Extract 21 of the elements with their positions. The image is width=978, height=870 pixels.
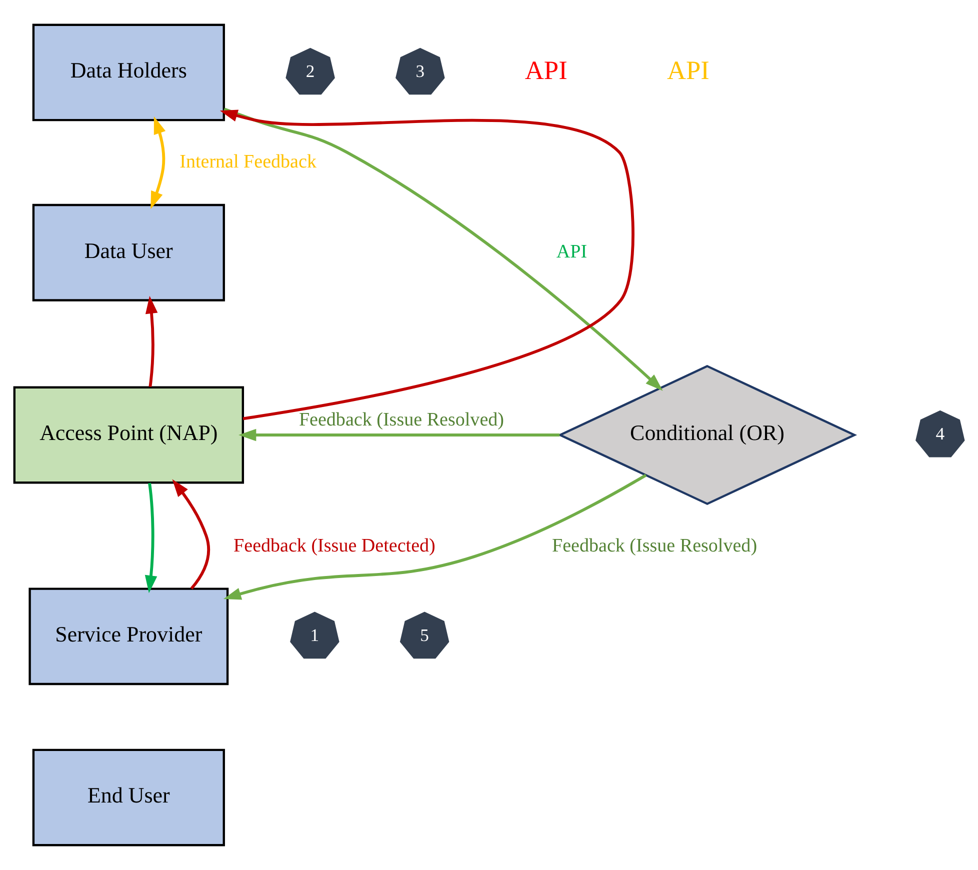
node-box: Data User [32,204,225,302]
arrow [172,479,210,590]
node-box: Service Provider [28,588,229,686]
node-box: Data Holders [32,24,225,122]
edge-label: Feedback (Issue Detected) [234,535,436,556]
node-diamond: Conditional (OR) [557,364,858,506]
label: API [524,56,568,85]
edge-label: Feedback (Issue Resolved) [552,535,758,556]
arrow [224,108,663,391]
label: API [666,56,710,85]
edge-label: Internal Feedback [180,152,316,173]
node-box: End User [32,748,225,846]
edge-label: API [556,242,588,263]
arrow [223,474,647,600]
node-box: Access Point (NAP) [13,386,244,484]
arrow [238,428,560,442]
edge-label: Feedback (Issue Resolved) [298,409,504,430]
arrow [145,296,158,388]
arrow [150,116,166,210]
arrow [144,482,158,594]
arrow [220,110,634,420]
